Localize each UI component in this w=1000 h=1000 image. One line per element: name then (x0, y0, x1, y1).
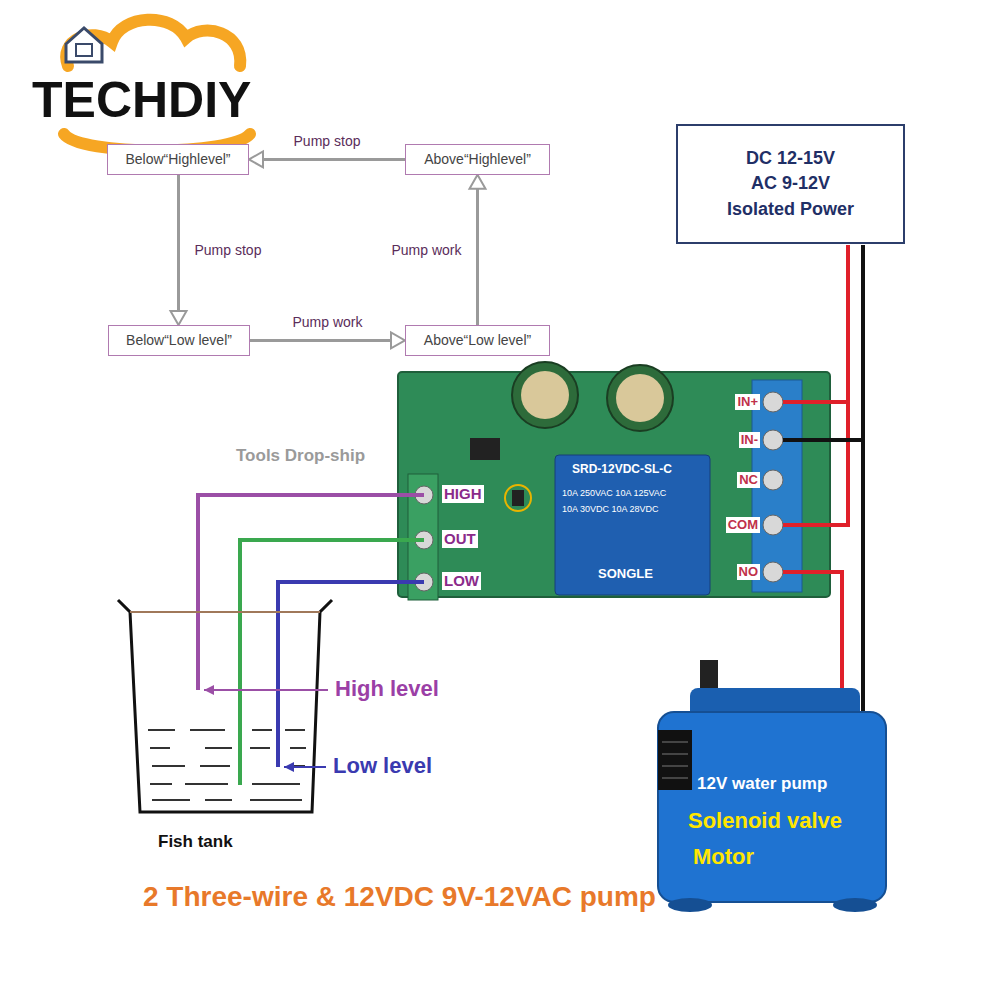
power-wire (783, 438, 863, 442)
watermark: Tools Drop-ship (236, 446, 365, 466)
probe-wire (198, 495, 424, 690)
edge-label: Pump stop (292, 133, 363, 150)
power-wire (783, 400, 848, 404)
pin-label: HIGH (442, 485, 484, 503)
state-box: Below“Highlevel” (107, 144, 249, 175)
edge-label: Pump stop (193, 242, 264, 259)
terminal-screw (763, 392, 783, 412)
pump-grill (658, 730, 692, 790)
fish-tank (118, 600, 332, 812)
pin-label: LOW (442, 572, 481, 590)
logo-house (76, 44, 92, 56)
terminal-screw (763, 515, 783, 535)
box-text: Below“Highlevel” (118, 151, 238, 168)
capacitor (607, 365, 673, 431)
leader-arrow (284, 762, 294, 772)
pump-label: Motor (693, 844, 754, 870)
box-text: DC 12-15V (746, 146, 835, 171)
power-wire (783, 245, 848, 525)
pump-foot (833, 898, 877, 912)
probe-wire (278, 582, 424, 767)
pump-label: Solenoid valve (688, 808, 842, 834)
power-box: DC 12-15VAC 9-12VIsolated Power (676, 124, 905, 244)
pin-label: OUT (442, 530, 478, 548)
terminal-screw (763, 430, 783, 450)
pin-label: IN+ (735, 394, 760, 410)
flow-arrow (250, 339, 392, 342)
box-text: Above“Highlevel” (416, 151, 539, 168)
edge-label: Pump work (389, 242, 463, 259)
state-box: Above“Highlevel” (405, 144, 550, 175)
pump-label: 12V water pump (697, 774, 827, 794)
terminal-screw (763, 562, 783, 582)
level-label: High level (335, 676, 439, 702)
pump-foot (668, 898, 712, 912)
logo-house (66, 28, 102, 62)
arrow-head (391, 332, 405, 348)
flow-arrow (476, 188, 479, 325)
state-box: Above“Low level” (405, 325, 550, 356)
leader-arrow (204, 685, 214, 695)
relay-marking: SRD-12VDC-SL-C (572, 462, 672, 476)
terminal-screw (763, 470, 783, 490)
pump-body (658, 712, 886, 902)
pin-label: NC (737, 472, 760, 488)
pin-label: COM (726, 517, 760, 533)
relay-marking: 10A 30VDC 10A 28VDC (562, 504, 659, 515)
box-text: AC 9-12V (751, 171, 830, 196)
relay-marking: SONGLE (598, 566, 653, 582)
capacitor (521, 371, 569, 419)
caption: 2 Three-wire & 12VDC 9V-12VAC pump (143, 880, 656, 914)
relay (555, 455, 710, 595)
leader-line (204, 689, 328, 691)
capacitor (616, 374, 664, 422)
ic-chip (470, 438, 500, 460)
highlight-ring (505, 485, 531, 511)
state-box: Below“Low level” (108, 325, 250, 356)
flow-arrow (177, 175, 180, 312)
level-label: Low level (333, 753, 432, 779)
power-wire (861, 245, 865, 722)
transistor (512, 490, 524, 506)
probe-wire (240, 540, 424, 785)
flow-arrow (262, 158, 405, 161)
pump-grill (662, 742, 688, 778)
logo-cloud (66, 20, 240, 66)
pin-label: NO (737, 564, 761, 580)
capacitor (512, 362, 578, 428)
tank-label: Fish tank (158, 832, 233, 852)
arrow-head (249, 151, 263, 167)
water (148, 730, 306, 800)
box-text: Isolated Power (727, 197, 854, 222)
pin-label: IN- (739, 432, 760, 448)
box-text: Above“Low level” (416, 332, 539, 349)
logo-text: TECHDIY (32, 70, 251, 130)
arrow-head (171, 311, 187, 325)
arrow-head (470, 175, 486, 189)
relay-marking: 10A 250VAC 10A 125VAC (562, 488, 666, 499)
box-text: Below“Low level” (119, 332, 239, 349)
edge-label: Pump work (290, 314, 364, 331)
tank-rim (130, 611, 320, 613)
